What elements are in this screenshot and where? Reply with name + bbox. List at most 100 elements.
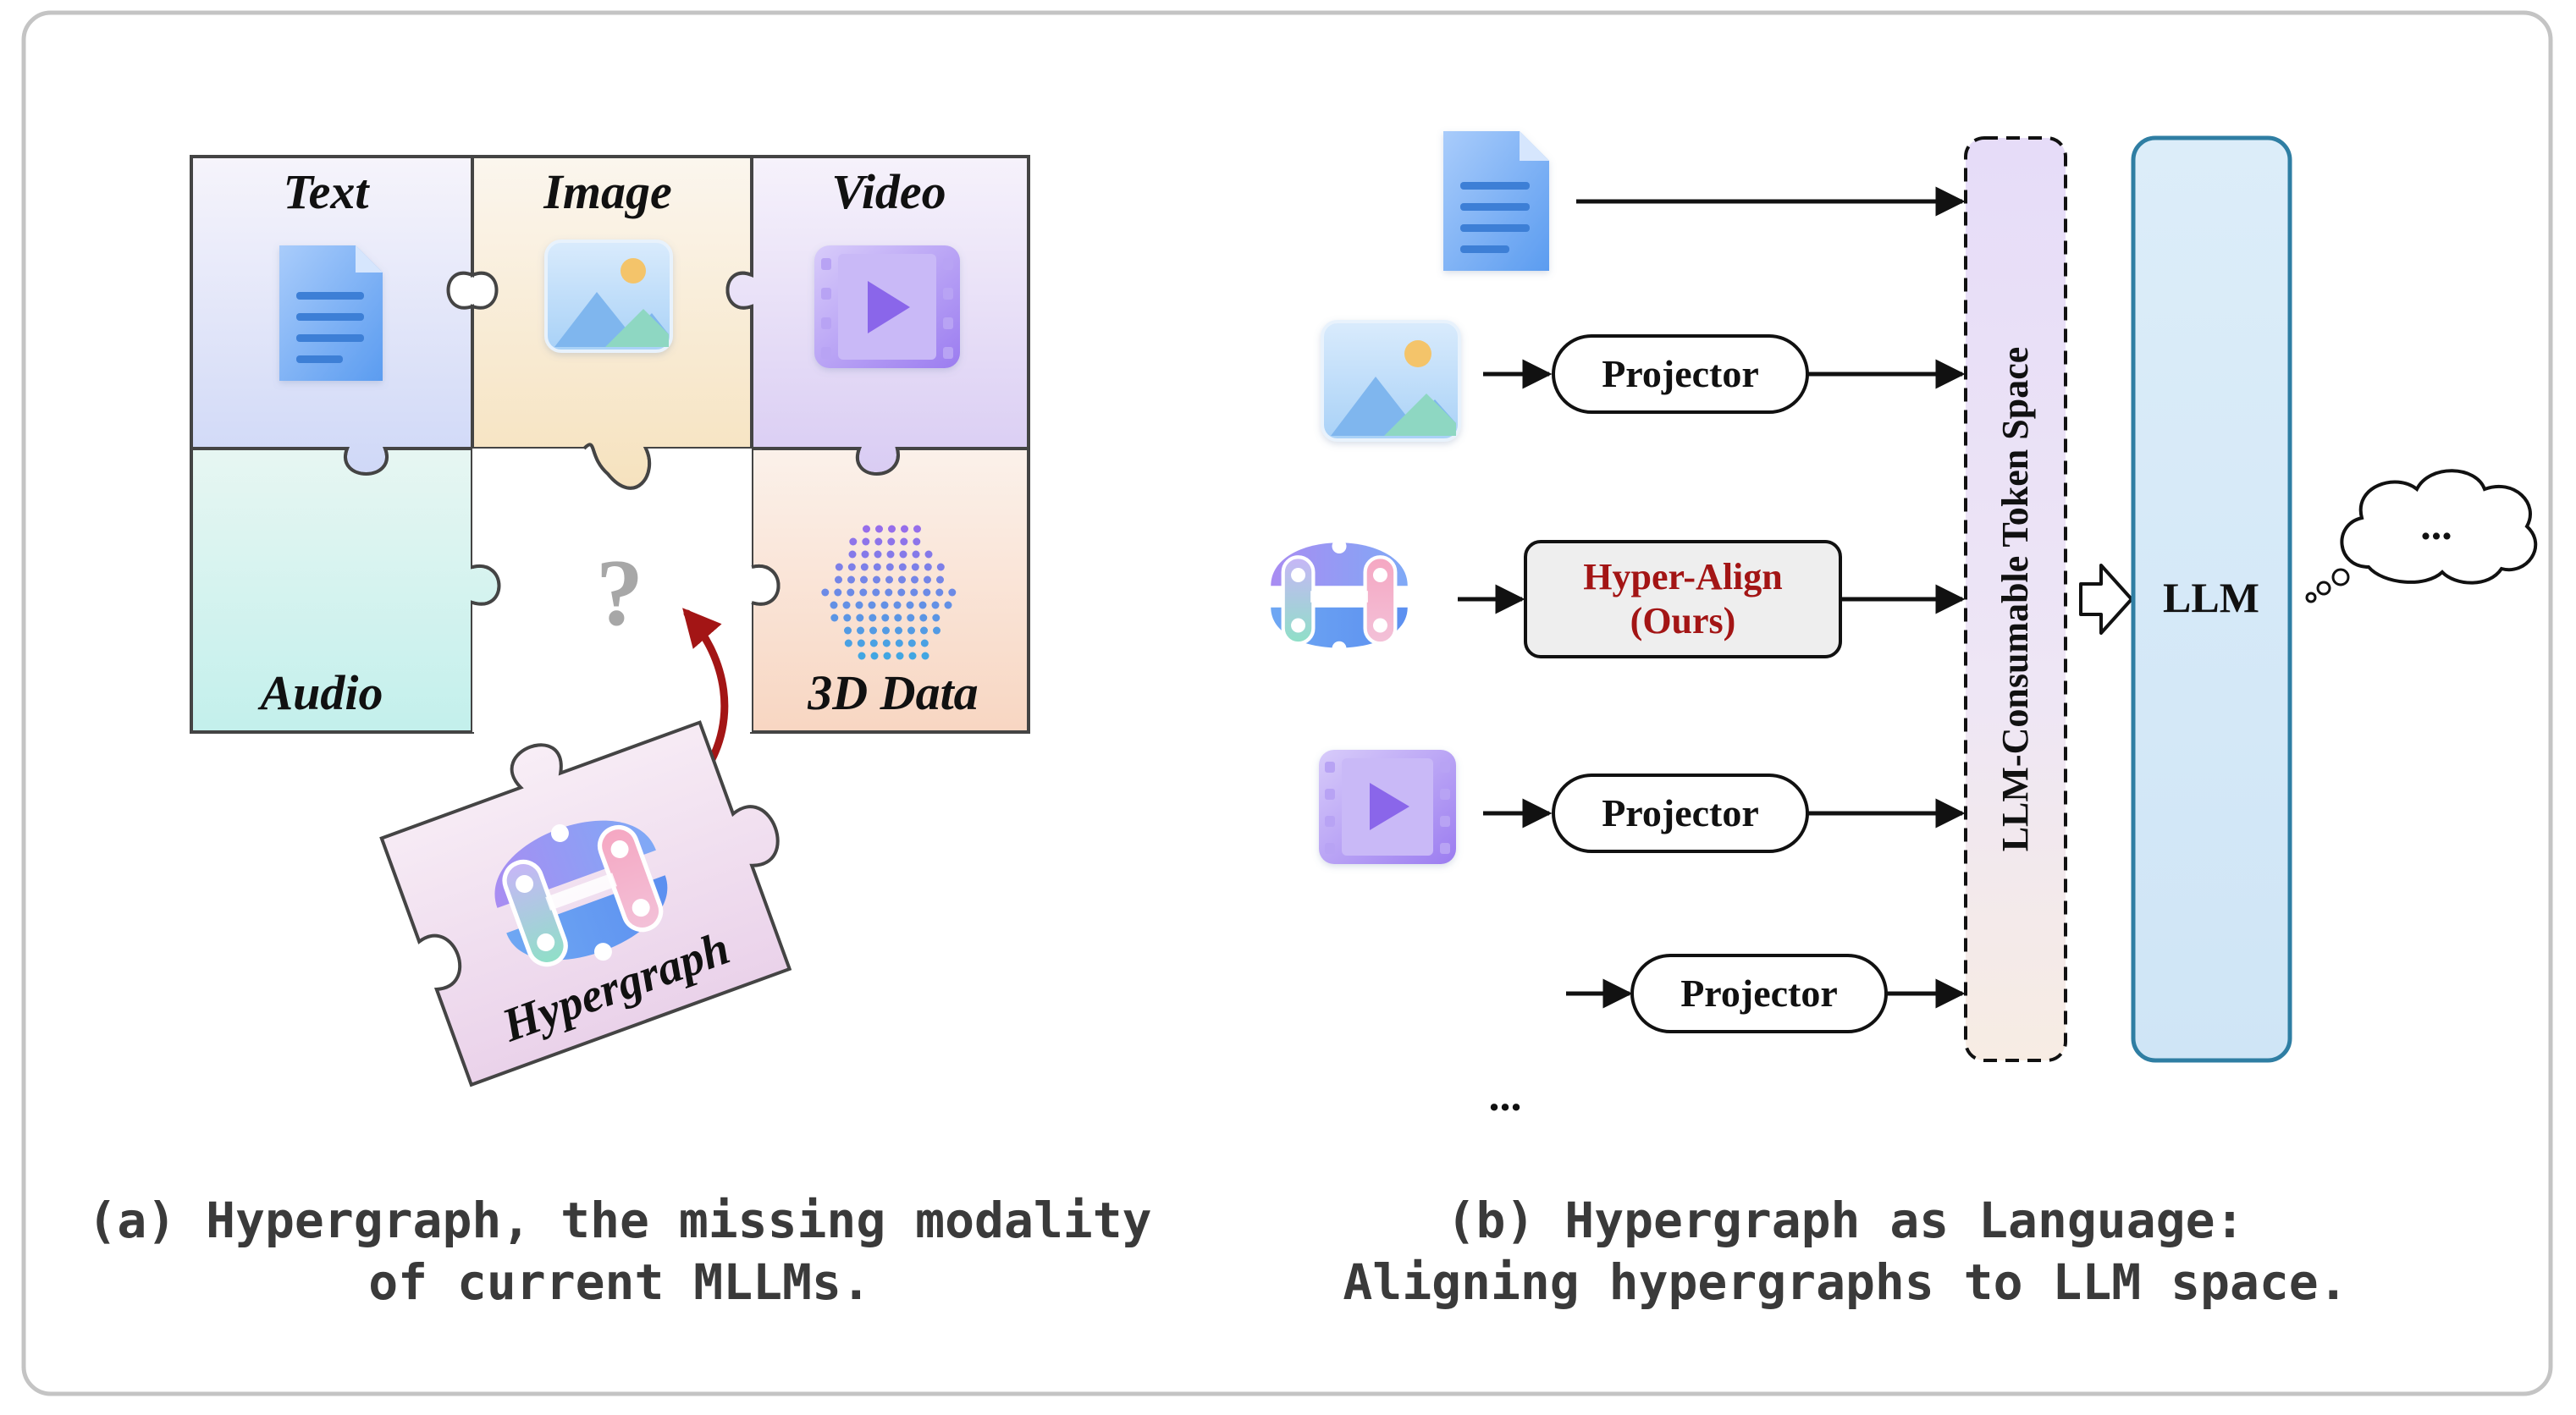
point-cloud-dot — [911, 575, 918, 584]
point-cloud-dot — [870, 652, 879, 660]
thought-cloud-icon: ... — [2305, 469, 2538, 603]
more-inputs-ellipsis: ... — [1489, 1072, 1522, 1120]
missing-slot-edges — [472, 443, 781, 606]
tile-audio-label: Audio — [257, 665, 383, 720]
image-icon — [544, 240, 673, 353]
point-cloud-dot — [898, 575, 906, 584]
point-cloud-dot — [913, 525, 921, 533]
point-cloud-dot — [906, 601, 914, 609]
tile-image-label: Image — [543, 164, 671, 219]
point-cloud-dot — [907, 626, 915, 635]
point-cloud-dot — [885, 588, 893, 597]
point-cloud-dot — [873, 563, 881, 571]
point-cloud-dot — [920, 639, 929, 647]
point-cloud-dot — [848, 550, 857, 559]
caption-a-line1: (a) Hypergraph, the missing modality — [87, 1192, 1151, 1249]
point-cloud-dot — [920, 626, 928, 635]
point-cloud-dot — [881, 614, 890, 622]
tile-video-label: Video — [831, 164, 946, 219]
point-cloud-dot — [924, 550, 933, 559]
point-cloud-dot — [856, 614, 864, 622]
point-cloud-dot — [936, 575, 944, 584]
point-cloud-dot — [849, 537, 858, 546]
point-cloud-dot — [923, 588, 931, 597]
audio-wave-icon — [255, 531, 405, 670]
point-cloud-dot — [913, 537, 921, 546]
point-cloud-dot — [869, 614, 877, 622]
caption-b-line2: Aligning hypergraphs to LLM space. — [1343, 1253, 2347, 1311]
point-cloud-dot — [868, 601, 876, 609]
point-cloud-dot — [944, 601, 952, 609]
point-cloud-dot — [901, 525, 908, 533]
hypergraph-icon — [494, 820, 668, 967]
panel-b: Projector Hyper-Align (Ours) — [1271, 131, 2538, 1311]
point-cloud-dot — [932, 614, 940, 622]
point-cloud-dot — [842, 601, 851, 609]
point-cloud-dot — [873, 575, 880, 584]
point-cloud-dot — [882, 626, 890, 635]
point-cloud-dot — [834, 588, 842, 597]
caption-b-line1: (b) Hypergraph as Language: — [1447, 1192, 2245, 1249]
point-cloud-dot — [948, 588, 957, 597]
point-cloud-dot — [857, 639, 865, 647]
tile-text-label: Text — [284, 164, 371, 219]
point-cloud-dot — [860, 575, 868, 584]
point-cloud-dot — [863, 525, 870, 533]
point-cloud-dot — [844, 626, 852, 635]
audio-wave-icon — [1412, 929, 1546, 1058]
document-icon — [279, 245, 383, 381]
point-cloud-dot — [886, 550, 895, 559]
point-cloud-dot — [872, 588, 880, 597]
point-cloud-dot — [910, 588, 918, 597]
hypergraph-icon — [1271, 539, 1408, 656]
point-cloud-dot — [897, 588, 906, 597]
point-cloud-dot — [919, 614, 928, 622]
video-icon — [814, 245, 960, 368]
point-cloud-dot — [869, 639, 878, 647]
point-cloud-dot — [883, 652, 891, 660]
point-cloud-dot — [875, 525, 883, 533]
point-cloud-dot — [900, 537, 908, 546]
point-cloud-dot — [855, 601, 863, 609]
point-cloud-dot — [924, 575, 931, 584]
point-cloud-dot — [821, 588, 830, 597]
point-cloud-dot — [907, 639, 916, 647]
point-cloud-dot — [885, 575, 893, 584]
point-cloud-dot — [859, 588, 868, 597]
point-cloud-dot — [860, 563, 869, 571]
point-cloud-dot — [835, 575, 842, 584]
point-cloud-dot — [924, 563, 932, 571]
point-cloud-dot — [935, 588, 944, 597]
point-cloud-dot — [887, 537, 896, 546]
thought-ellipsis: ... — [2420, 501, 2452, 548]
panel-a: Text Image Video Audio 3D Data — [87, 155, 1152, 1311]
hyper-align-ours-label: (Ours) — [1630, 600, 1736, 641]
caption-a-line2: of current MLLMs. — [368, 1253, 871, 1311]
point-cloud-dot — [911, 563, 919, 571]
projector-label-image: Projector — [1602, 352, 1759, 395]
hypergraph-puzzle-piece: Hypergraph — [379, 720, 792, 1087]
point-cloud-dot — [830, 601, 838, 609]
point-cloud-dot — [847, 588, 855, 597]
point-cloud-dot — [885, 563, 894, 571]
point-cloud-dot — [888, 525, 896, 533]
point-cloud-dot — [894, 614, 902, 622]
projector-label-video: Projector — [1602, 791, 1759, 834]
point-cloud-dot — [895, 639, 903, 647]
document-icon — [1443, 131, 1549, 271]
token-space-label: LLM-Consumable Token Space — [1994, 347, 2036, 852]
point-cloud-dot — [933, 626, 940, 635]
point-cloud-dot — [918, 601, 927, 609]
point-cloud-dot — [843, 614, 852, 622]
point-cloud-icon — [821, 525, 957, 660]
point-cloud-dot — [847, 575, 855, 584]
point-cloud-dot — [907, 614, 915, 622]
point-cloud-dot — [835, 563, 843, 571]
point-cloud-dot — [908, 652, 917, 660]
llm-label: LLM — [2163, 574, 2259, 621]
point-cloud-dot — [896, 652, 904, 660]
point-cloud-dot — [830, 614, 839, 622]
point-cloud-dot — [931, 601, 940, 609]
missing-slot — [472, 444, 779, 732]
